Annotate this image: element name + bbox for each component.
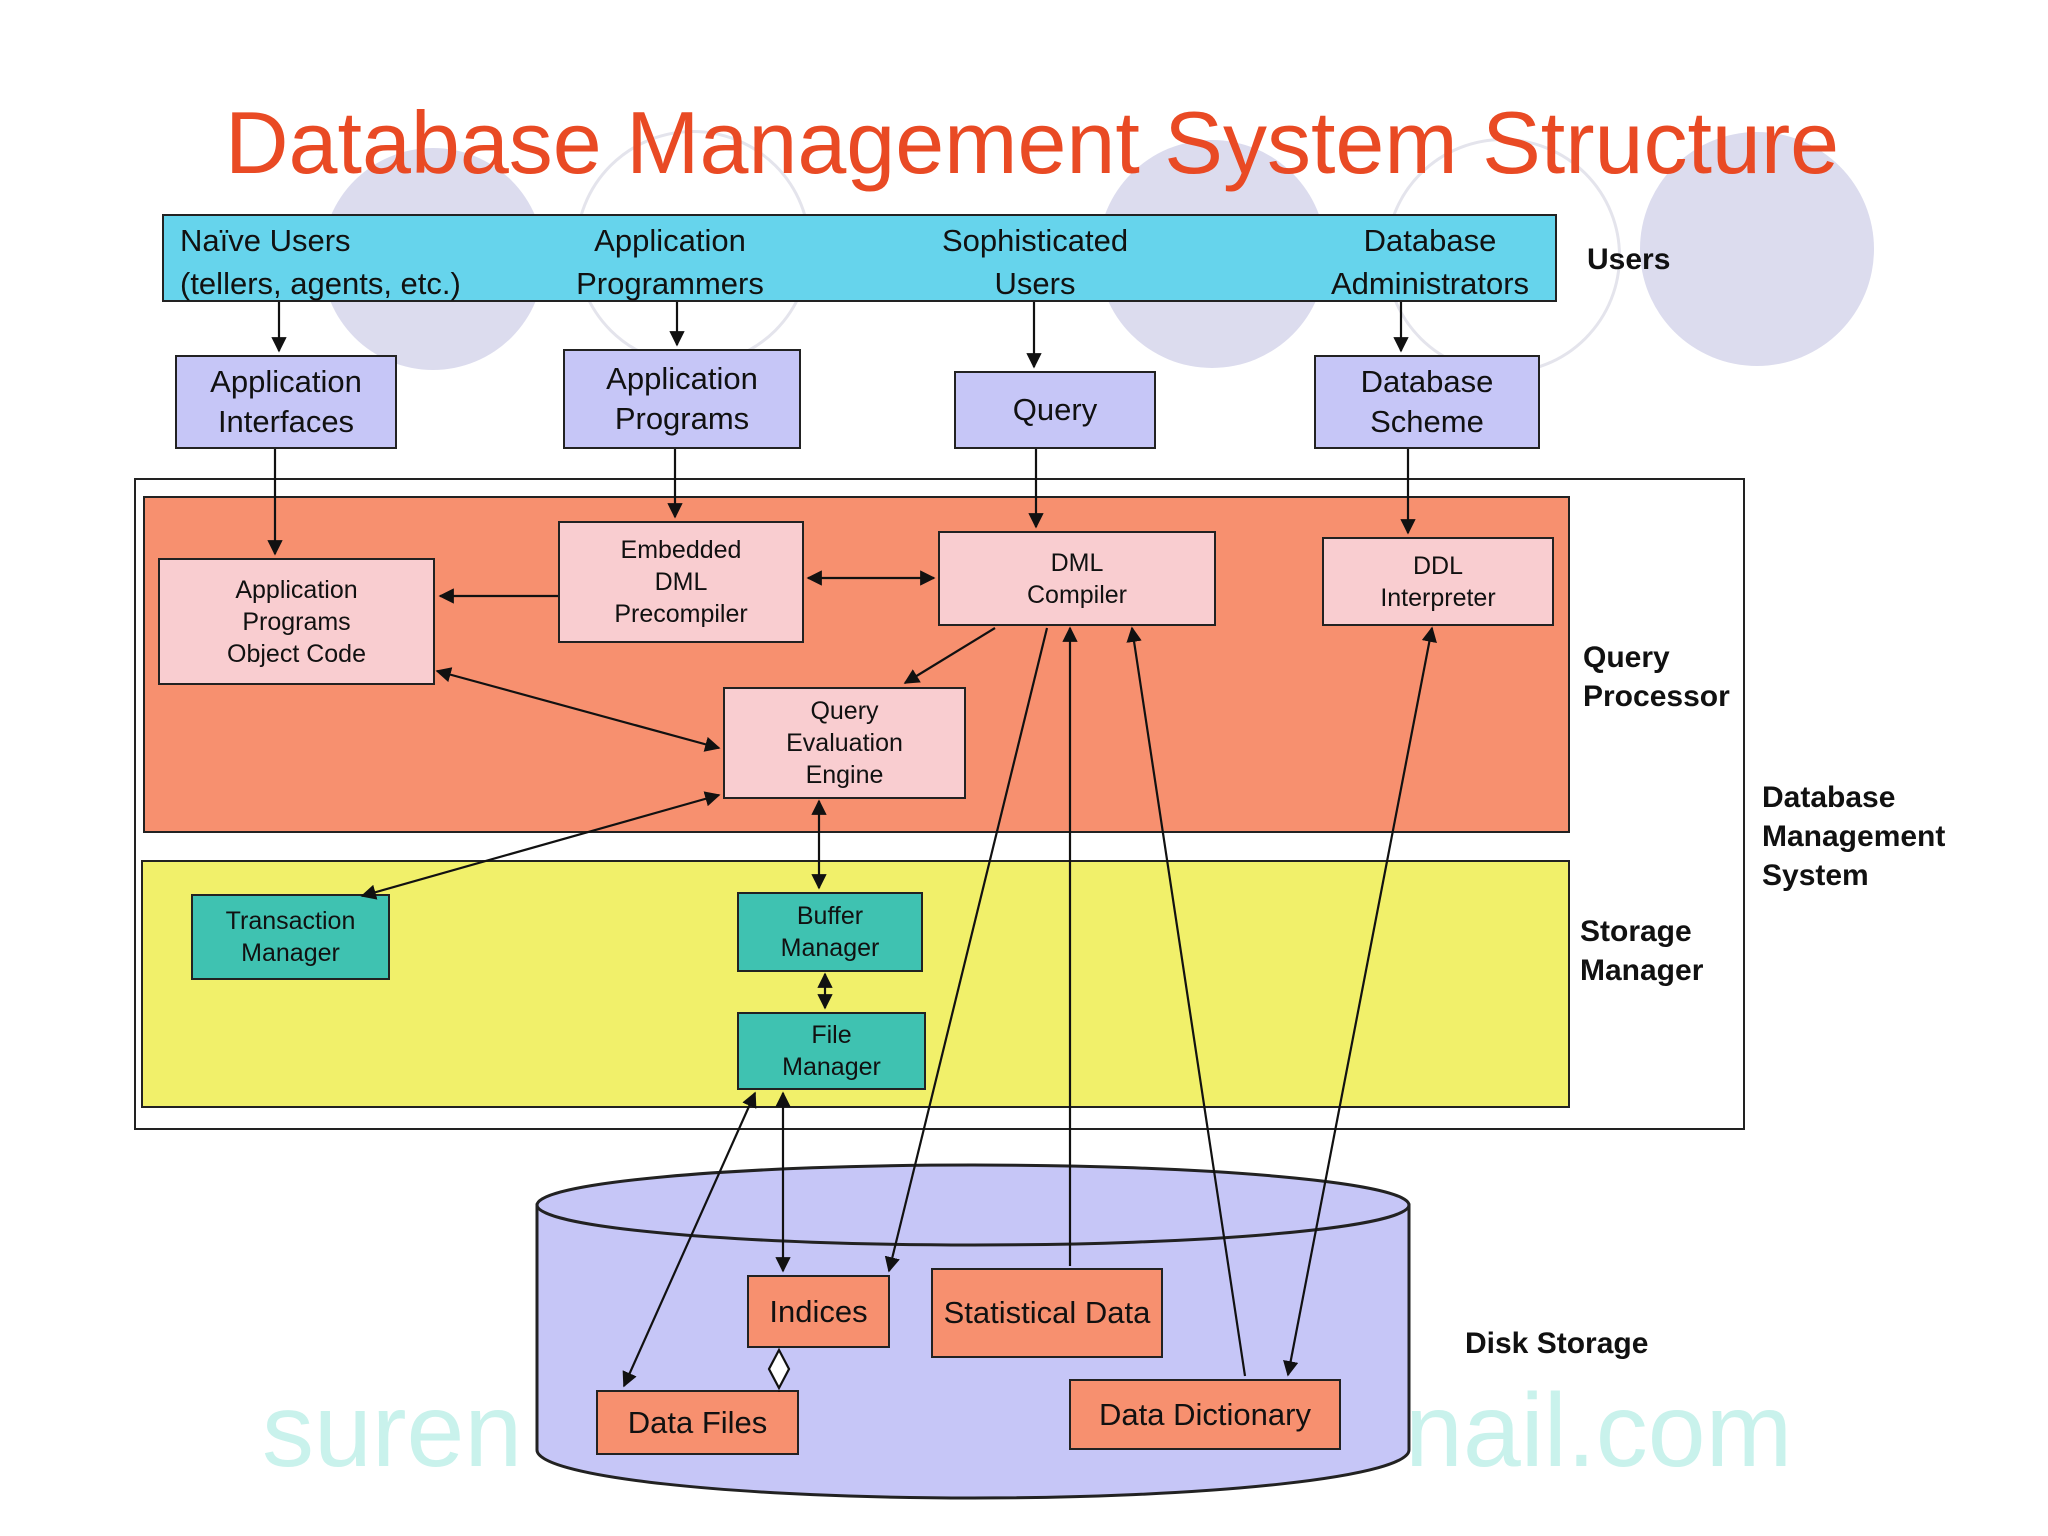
user-sophisticated-users: Sophisticated Users bbox=[941, 223, 1129, 301]
decoration-circle bbox=[1640, 132, 1874, 366]
arrow-dml-compiler-to-indices bbox=[884, 627, 1049, 1273]
embedded-dml-precompiler-box: Embedded DML Precompiler bbox=[558, 521, 804, 643]
application-programs-object-code-box: Application Programs Object Code bbox=[158, 558, 435, 685]
user-application-programmers: Application Programmers bbox=[576, 223, 764, 301]
buffer-manager-box: Buffer Manager bbox=[737, 892, 923, 972]
query-box: Query bbox=[954, 371, 1156, 449]
data-dictionary-box: Data Dictionary bbox=[1069, 1379, 1341, 1450]
file-manager-box: File Manager bbox=[737, 1012, 926, 1090]
aggregation-diamond bbox=[767, 1347, 791, 1391]
application-programs-box: Application Programs bbox=[563, 349, 801, 449]
watermark-right: nail.com bbox=[1405, 1373, 1793, 1489]
arrow-file-manager-data-files bbox=[622, 1091, 757, 1388]
users-bar bbox=[162, 214, 1557, 302]
application-interfaces-box: Application Interfaces bbox=[175, 355, 397, 449]
page-title: Database Management System Structure bbox=[225, 93, 1840, 192]
label-storage-manager: Storage Manager bbox=[1580, 915, 1704, 987]
dml-compiler-box: DML Compiler bbox=[938, 531, 1216, 626]
label-database-management-system: Database Management System bbox=[1762, 781, 1946, 892]
data-files-box: Data Files bbox=[596, 1390, 799, 1455]
indices-box: Indices bbox=[747, 1275, 890, 1348]
query-evaluation-engine-box: Query Evaluation Engine bbox=[723, 687, 966, 799]
label-users: Users bbox=[1587, 243, 1671, 276]
arrow-dictionary-to-dml-compiler bbox=[1126, 626, 1247, 1377]
arrow-eval-transaction-manager bbox=[360, 791, 721, 900]
arrow-ddl-data-dictionary bbox=[1283, 626, 1437, 1377]
ddl-interpreter-box: DDL Interpreter bbox=[1322, 537, 1554, 626]
database-scheme-box: Database Scheme bbox=[1314, 355, 1540, 449]
watermark-left: suren bbox=[262, 1373, 523, 1489]
statistical-data-box: Statistical Data bbox=[931, 1268, 1163, 1358]
transaction-manager-box: Transaction Manager bbox=[191, 894, 390, 980]
label-disk-storage: Disk Storage bbox=[1465, 1327, 1649, 1360]
arrow-dml-compiler-to-eval bbox=[903, 627, 996, 684]
label-query-processor: Query Processor bbox=[1583, 641, 1730, 713]
arrow-object-code-eval bbox=[435, 667, 721, 752]
user-database-administrators: Database Administrators bbox=[1330, 223, 1530, 301]
user-naive-users: Naïve Users (tellers, agents, etc.) bbox=[180, 223, 461, 301]
